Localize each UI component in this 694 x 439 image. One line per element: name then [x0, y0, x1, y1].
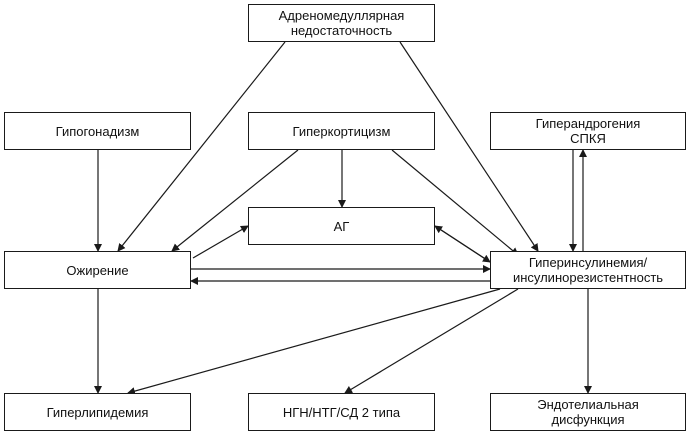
edge-hyperinsulinemia-to-ag	[434, 225, 491, 263]
node-adrenomedullary-insufficiency: Адреномедуллярная недостаточность	[248, 4, 435, 42]
node-hypogonadism: Гипогонадизм	[4, 112, 191, 150]
node-endothelial-dysfunction-label: Эндотелиальная дисфункция	[537, 397, 639, 427]
node-ngn-ntg-sd2: НГН/НТГ/СД 2 типа	[248, 393, 435, 431]
edge-hyperinsulinemia-to-ngn	[344, 288, 519, 394]
node-hyperandrogenia-pcos: Гиперандрогения СПКЯ	[490, 112, 686, 150]
node-obesity-label: Ожирение	[66, 262, 129, 278]
edge-hyperinsulinemia-to-hyperlipidemia	[127, 288, 501, 395]
node-hypercorticism-label: Гиперкортицизм	[292, 123, 391, 139]
edge-hypercorticism-to-obesity	[171, 149, 299, 252]
node-obesity: Ожирение	[4, 251, 191, 289]
node-ngn-ntg-sd2-label: НГН/НТГ/СД 2 типа	[282, 404, 401, 420]
node-hyperinsulinemia-label: Гиперинсулинемия/ инсулинорезистентность	[512, 255, 664, 285]
node-ag-label: АГ	[333, 218, 350, 234]
edge-hypercorticism-to-hyperinsulinemia	[391, 149, 519, 256]
edge-adrenal-to-hyperinsulinemia	[399, 41, 539, 252]
node-ag: АГ	[248, 207, 435, 245]
node-hyperinsulinemia: Гиперинсулинемия/ инсулинорезистентность	[490, 251, 686, 289]
node-hyperlipidemia-label: Гиперлипидемия	[46, 404, 149, 420]
node-hyperandrogenia-pcos-label: Гиперандрогения СПКЯ	[535, 116, 641, 146]
edge-obesity-to-ag	[192, 225, 249, 259]
node-hypercorticism: Гиперкортицизм	[248, 112, 435, 150]
node-hyperlipidemia: Гиперлипидемия	[4, 393, 191, 431]
node-hypogonadism-label: Гипогонадизм	[55, 123, 140, 139]
node-adrenomedullary-insufficiency-label: Адреномедуллярная недостаточность	[278, 8, 405, 38]
node-endothelial-dysfunction: Эндотелиальная дисфункция	[490, 393, 686, 431]
edge-adrenal-to-obesity	[117, 41, 286, 252]
